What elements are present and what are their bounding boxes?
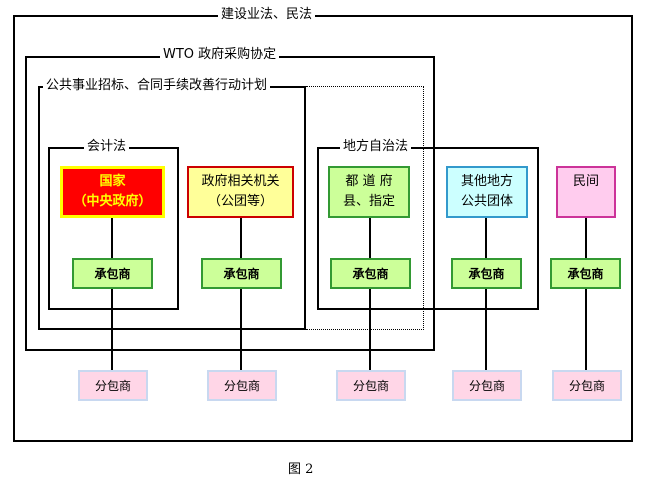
civil-law-label: 建设业法、民法	[218, 7, 316, 23]
civil-law-frame	[13, 15, 633, 442]
connector-line-private	[585, 218, 587, 370]
prefecture-box: 都 道 府 县、指定	[328, 166, 410, 218]
contractor-box-gov-related: 承包商	[201, 258, 282, 289]
figure-caption: 图 2	[288, 462, 314, 477]
other-local-label: 其他地方	[460, 174, 513, 189]
connector-line-other-local	[485, 218, 487, 370]
subcontractor-box-gov-related: 分包商	[207, 370, 277, 401]
gov-related-label: 政府相关机关	[201, 174, 280, 189]
other-local-sublabel: 公共团体	[460, 194, 513, 209]
public-works-label: 公共事业招标、合同手续改善行动计划	[43, 78, 271, 94]
subcontractor-box-state: 分包商	[78, 370, 148, 401]
private-box: 民间	[556, 166, 616, 218]
state-sublabel: （中央政府）	[73, 194, 152, 209]
connector-line-gov-related	[240, 218, 242, 370]
contractor-box-other-local: 承包商	[451, 258, 522, 289]
local-autonomy-label: 地方自治法	[340, 139, 412, 155]
private-label: 民间	[572, 174, 599, 189]
prefecture-label: 都 道 府	[345, 174, 393, 189]
subcontractor-box-other-local: 分包商	[452, 370, 522, 401]
contractor-box-prefecture: 承包商	[330, 258, 411, 289]
subcontractor-box-prefecture: 分包商	[336, 370, 406, 401]
gov-related-sublabel: （公团等）	[207, 194, 273, 209]
contractor-box-private: 承包商	[550, 258, 621, 289]
state-box: 国家 （中央政府）	[60, 166, 165, 218]
connector-line-prefecture	[369, 218, 371, 370]
state-label: 国家	[99, 174, 126, 189]
other-local-box: 其他地方 公共团体	[446, 166, 528, 218]
gov-related-box: 政府相关机关 （公团等）	[187, 166, 294, 218]
local-autonomy-frame	[317, 147, 539, 310]
accounting-label: 会计法	[84, 139, 130, 155]
wto-label: WTO 政府采购协定	[160, 47, 280, 63]
contractor-box-state: 承包商	[72, 258, 153, 289]
public-works-dotted-extension	[306, 86, 424, 330]
connector-line-state	[111, 218, 113, 370]
prefecture-sublabel: 县、指定	[342, 194, 395, 209]
subcontractor-box-private: 分包商	[552, 370, 622, 401]
